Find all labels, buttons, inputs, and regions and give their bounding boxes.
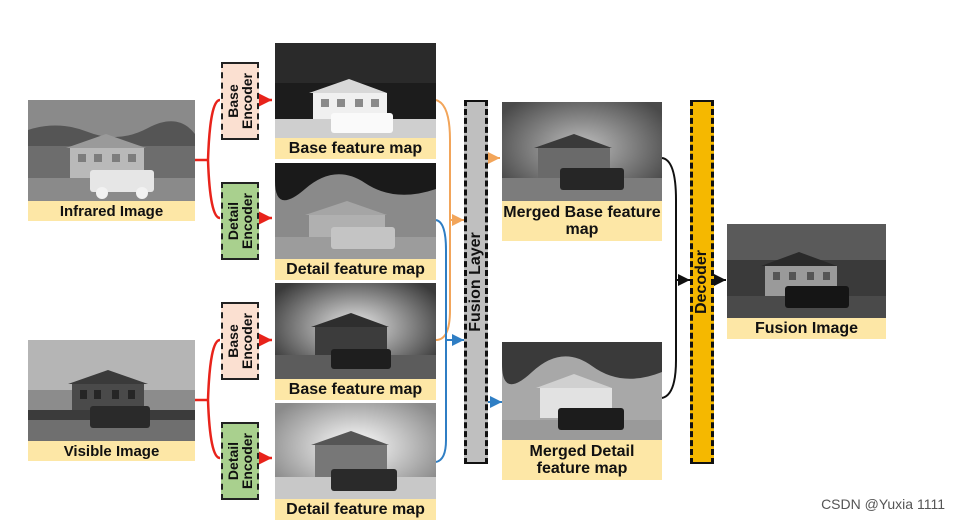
infrared-image-caption: Infrared Image [28, 201, 195, 221]
base-encoder-visible: Base Encoder [221, 302, 259, 380]
merged-base-feature-map-caption: Merged Base feature map [502, 201, 662, 241]
decoder-label: Decoder [693, 249, 710, 315]
detail-encoder-visible: Detail Encoder [221, 422, 259, 500]
base-encoder-infrared-label: Base Encoder [225, 72, 256, 130]
infrared-base-feature-map [275, 43, 436, 138]
merged-detail-feature-map [502, 342, 662, 440]
visible-image-caption: Visible Image [28, 441, 195, 461]
fusion-layer-label: Fusion Layer [467, 232, 485, 332]
infrared-detail-feature-map-caption: Detail feature map [275, 259, 436, 280]
detail-encoder-infrared: Detail Encoder [221, 182, 259, 260]
infrared-detail-feature-map [275, 163, 436, 259]
visible-detail-feature-map [275, 403, 436, 499]
visible-base-feature-map [275, 283, 436, 379]
base-encoder-infrared: Base Encoder [221, 62, 259, 140]
fusion-image-caption: Fusion Image [727, 318, 886, 339]
detail-encoder-visible-label: Detail Encoder [225, 432, 256, 490]
decoder: Decoder [690, 100, 714, 464]
watermark: CSDN @Yuxia 1111 [821, 496, 945, 512]
arrow-detail-to-fusion [435, 219, 464, 463]
infrared-base-feature-map-caption: Base feature map [275, 138, 436, 159]
merged-detail-feature-map-caption: Merged Detail feature map [502, 440, 662, 480]
arrow-infrared-to-encoders [195, 92, 272, 226]
arrow-merged-to-decoder [661, 157, 690, 399]
visible-detail-feature-map-caption: Detail feature map [275, 499, 436, 520]
visible-base-feature-map-caption: Base feature map [275, 379, 436, 400]
detail-encoder-infrared-label: Detail Encoder [225, 192, 256, 250]
arrow-visible-to-encoders [195, 332, 272, 466]
visible-image [28, 340, 195, 441]
fusion-layer: Fusion Layer [464, 100, 488, 464]
merged-base-feature-map [502, 102, 662, 201]
fusion-image [727, 224, 886, 318]
infrared-image [28, 100, 195, 201]
arrow-base-to-fusion [435, 99, 464, 341]
base-encoder-visible-label: Base Encoder [225, 312, 256, 370]
